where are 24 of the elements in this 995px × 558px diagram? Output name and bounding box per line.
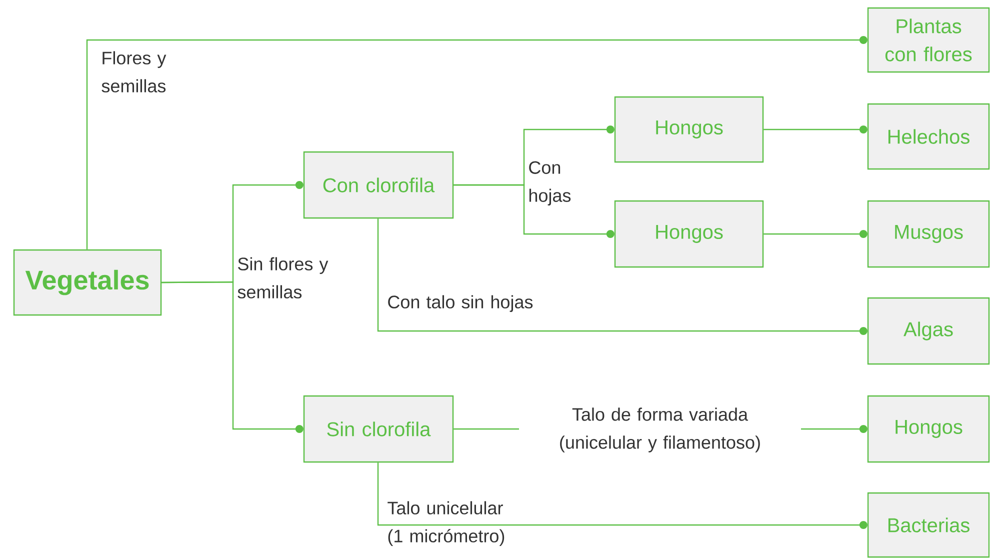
edge-label: Con talo sin hojas [388, 295, 533, 312]
edge-label: Talo de forma variada (unicelular y filamentoso) [519, 406, 801, 454]
connector [377, 218, 868, 335]
category-box: Sin clorofila [303, 395, 454, 463]
category-box: Plantas con flores [867, 7, 990, 73]
category-box: Hongos [614, 200, 764, 268]
connector [86, 36, 868, 250]
connector [764, 126, 868, 134]
category-box: Con clorofila [303, 151, 454, 219]
edge-label: Talo unicelular (1 micrómetro) [388, 501, 504, 546]
category-box: Hongos [614, 96, 764, 163]
category-box: Vegetales [13, 249, 162, 316]
connector [454, 184, 614, 238]
connector [162, 281, 304, 433]
category-box: Hongos [867, 395, 990, 463]
category-box: Musgos [867, 200, 990, 268]
edge-label: Sin flores y semillas [238, 257, 328, 298]
connector [377, 462, 868, 529]
category-box: Helechos [867, 103, 990, 170]
connector [764, 230, 868, 238]
edge-label: Con hojas [529, 161, 571, 206]
edge-label: Flores y semillas [102, 51, 166, 92]
category-box: Algas [867, 297, 990, 365]
category-box: Bacterias [867, 492, 990, 558]
